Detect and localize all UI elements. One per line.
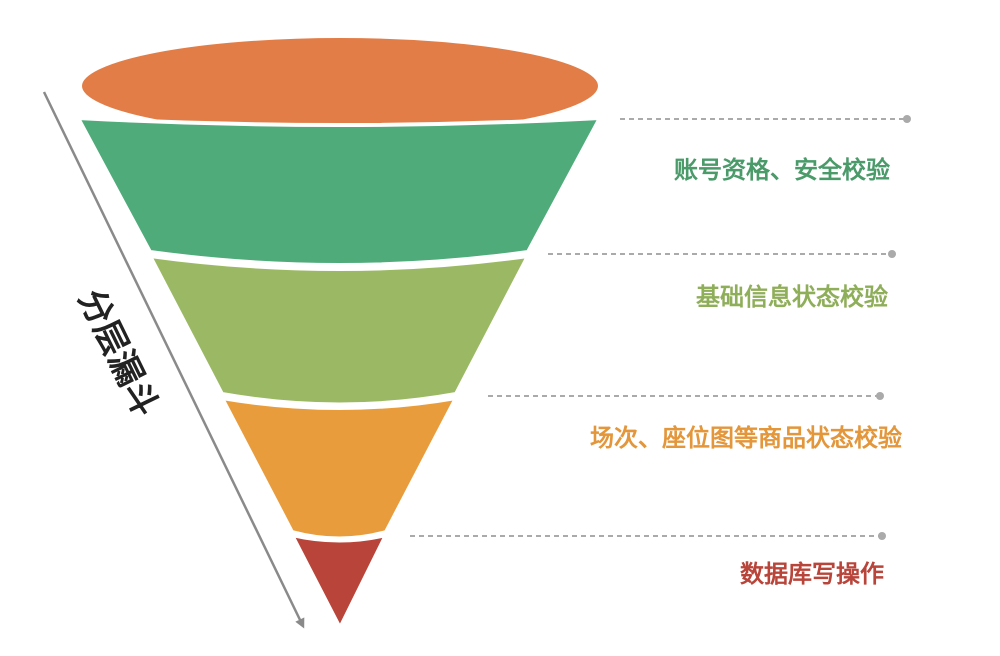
leader-line-3 <box>410 532 886 540</box>
funnel-layer-product-status <box>218 395 460 541</box>
side-label-layered-funnel: 分层漏斗 <box>70 283 166 423</box>
funnel-layer-database-write <box>288 532 390 633</box>
leader-line-2 <box>488 392 884 400</box>
downward-arrow <box>42 91 305 629</box>
layer-label-database-write: 数据库写操作 <box>740 560 884 588</box>
funnel-layer-account-security <box>74 115 604 267</box>
layer-label-product-status: 场次、座位图等商品状态校验 <box>590 424 902 452</box>
layer-label-account-security: 账号资格、安全校验 <box>674 156 890 184</box>
leader-line-0 <box>620 115 911 123</box>
leader-line-1 <box>548 250 896 258</box>
funnel-layer-basic-info <box>146 253 532 407</box>
layer-label-basic-info: 基础信息状态校验 <box>696 283 888 311</box>
